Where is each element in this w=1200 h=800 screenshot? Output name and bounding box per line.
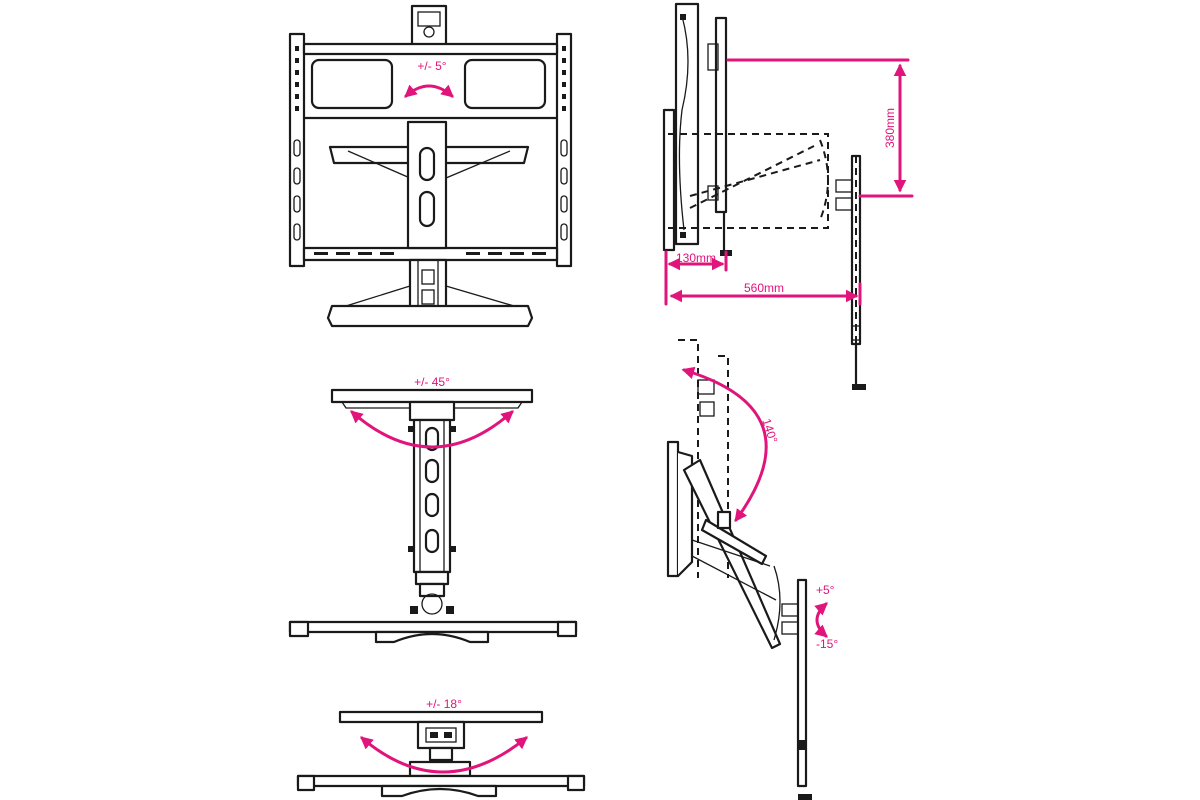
pull-down-label: 140° [759, 417, 780, 445]
side-view-pull-down: 140° +5° -15° [666, 339, 838, 800]
bottom-swivel-label: +/- 18° [426, 697, 462, 711]
min-depth-label: 130mm [676, 251, 716, 265]
front-tilt-label: +/- 5° [417, 59, 446, 73]
side-view-extension: 380mm 130mm 560mm [662, 2, 914, 390]
tilt-up-label: +5° [816, 583, 835, 597]
height-label: 380mm [883, 108, 897, 148]
max-depth-label: 560mm [744, 281, 784, 295]
front-view: +/- 5° [288, 4, 573, 328]
bottom-view: +/- 18° [296, 697, 586, 798]
top-view: +/- 45° [288, 375, 578, 644]
tilt-down-label: -15° [816, 637, 838, 651]
top-swivel-label: +/- 45° [414, 375, 450, 389]
